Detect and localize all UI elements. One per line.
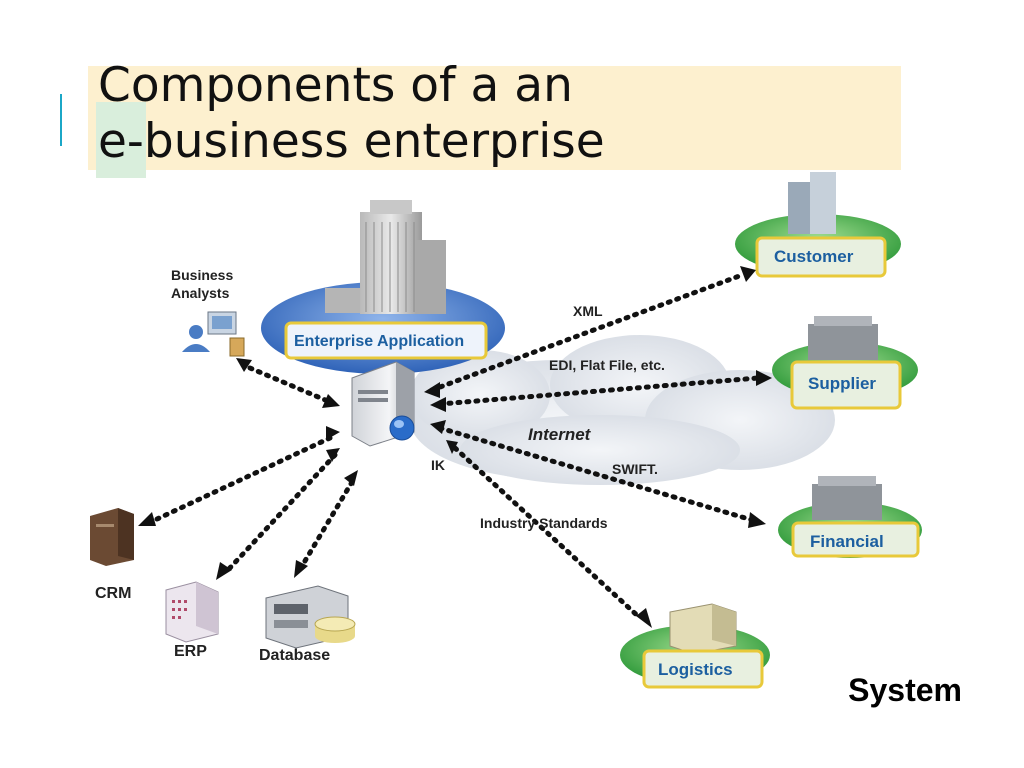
edi-label: EDI, Flat File, etc.: [549, 357, 665, 373]
logistics-node: Logistics: [620, 603, 770, 689]
customer-label: Customer: [774, 247, 854, 266]
arrowheads: [138, 266, 772, 628]
industry-standards-label: Industry Standards: [480, 515, 608, 531]
title-line-2: e-business enterprise: [98, 114, 605, 169]
crm-label: CRM: [95, 585, 131, 602]
accent-bar: [60, 94, 62, 146]
connector-logistics: [452, 445, 643, 621]
enterprise-application-label: Enterprise Application: [294, 333, 464, 350]
business-analysts-label-1: Business: [171, 267, 233, 283]
business-analysts-icon: [182, 311, 245, 357]
customer-node: Customer: [735, 172, 901, 278]
supplier-node: Supplier: [772, 316, 918, 410]
connector-customer: [429, 272, 745, 393]
connector-supplier: [437, 375, 761, 407]
slide-title: Components of a an e-business enterprise: [98, 58, 605, 170]
connector-erp: [225, 452, 338, 573]
erp-server-icon: [165, 581, 219, 643]
connector-analysts: [247, 365, 333, 405]
enterprise-application-badge: Enterprise Application: [284, 321, 488, 360]
internet-cloud: Internet: [410, 335, 835, 485]
erp-label: ERP: [174, 643, 207, 660]
business-analysts-label-2: Analysts: [171, 285, 230, 301]
xml-label: XML: [573, 303, 603, 319]
financial-node: Financial: [778, 476, 922, 558]
financial-label: Financial: [810, 532, 884, 551]
system-caption: System: [848, 672, 962, 708]
swift-label: SWIFT.: [612, 461, 658, 477]
connector-database: [299, 479, 355, 569]
database-icon: [265, 585, 356, 649]
database-label: Database: [259, 647, 330, 664]
ik-label: IK: [431, 457, 445, 473]
title-highlight: [96, 102, 146, 178]
connectors: [152, 272, 761, 621]
central-server-icon: [351, 361, 415, 447]
logistics-label: Logistics: [658, 660, 733, 679]
internet-label: Internet: [528, 425, 592, 444]
crm-server-icon: [90, 508, 134, 566]
connector-crm: [152, 435, 333, 523]
connector-financial: [437, 425, 755, 523]
title-background: [88, 66, 901, 170]
supplier-label: Supplier: [808, 374, 876, 393]
title-line-1: Components of a an: [98, 58, 573, 113]
